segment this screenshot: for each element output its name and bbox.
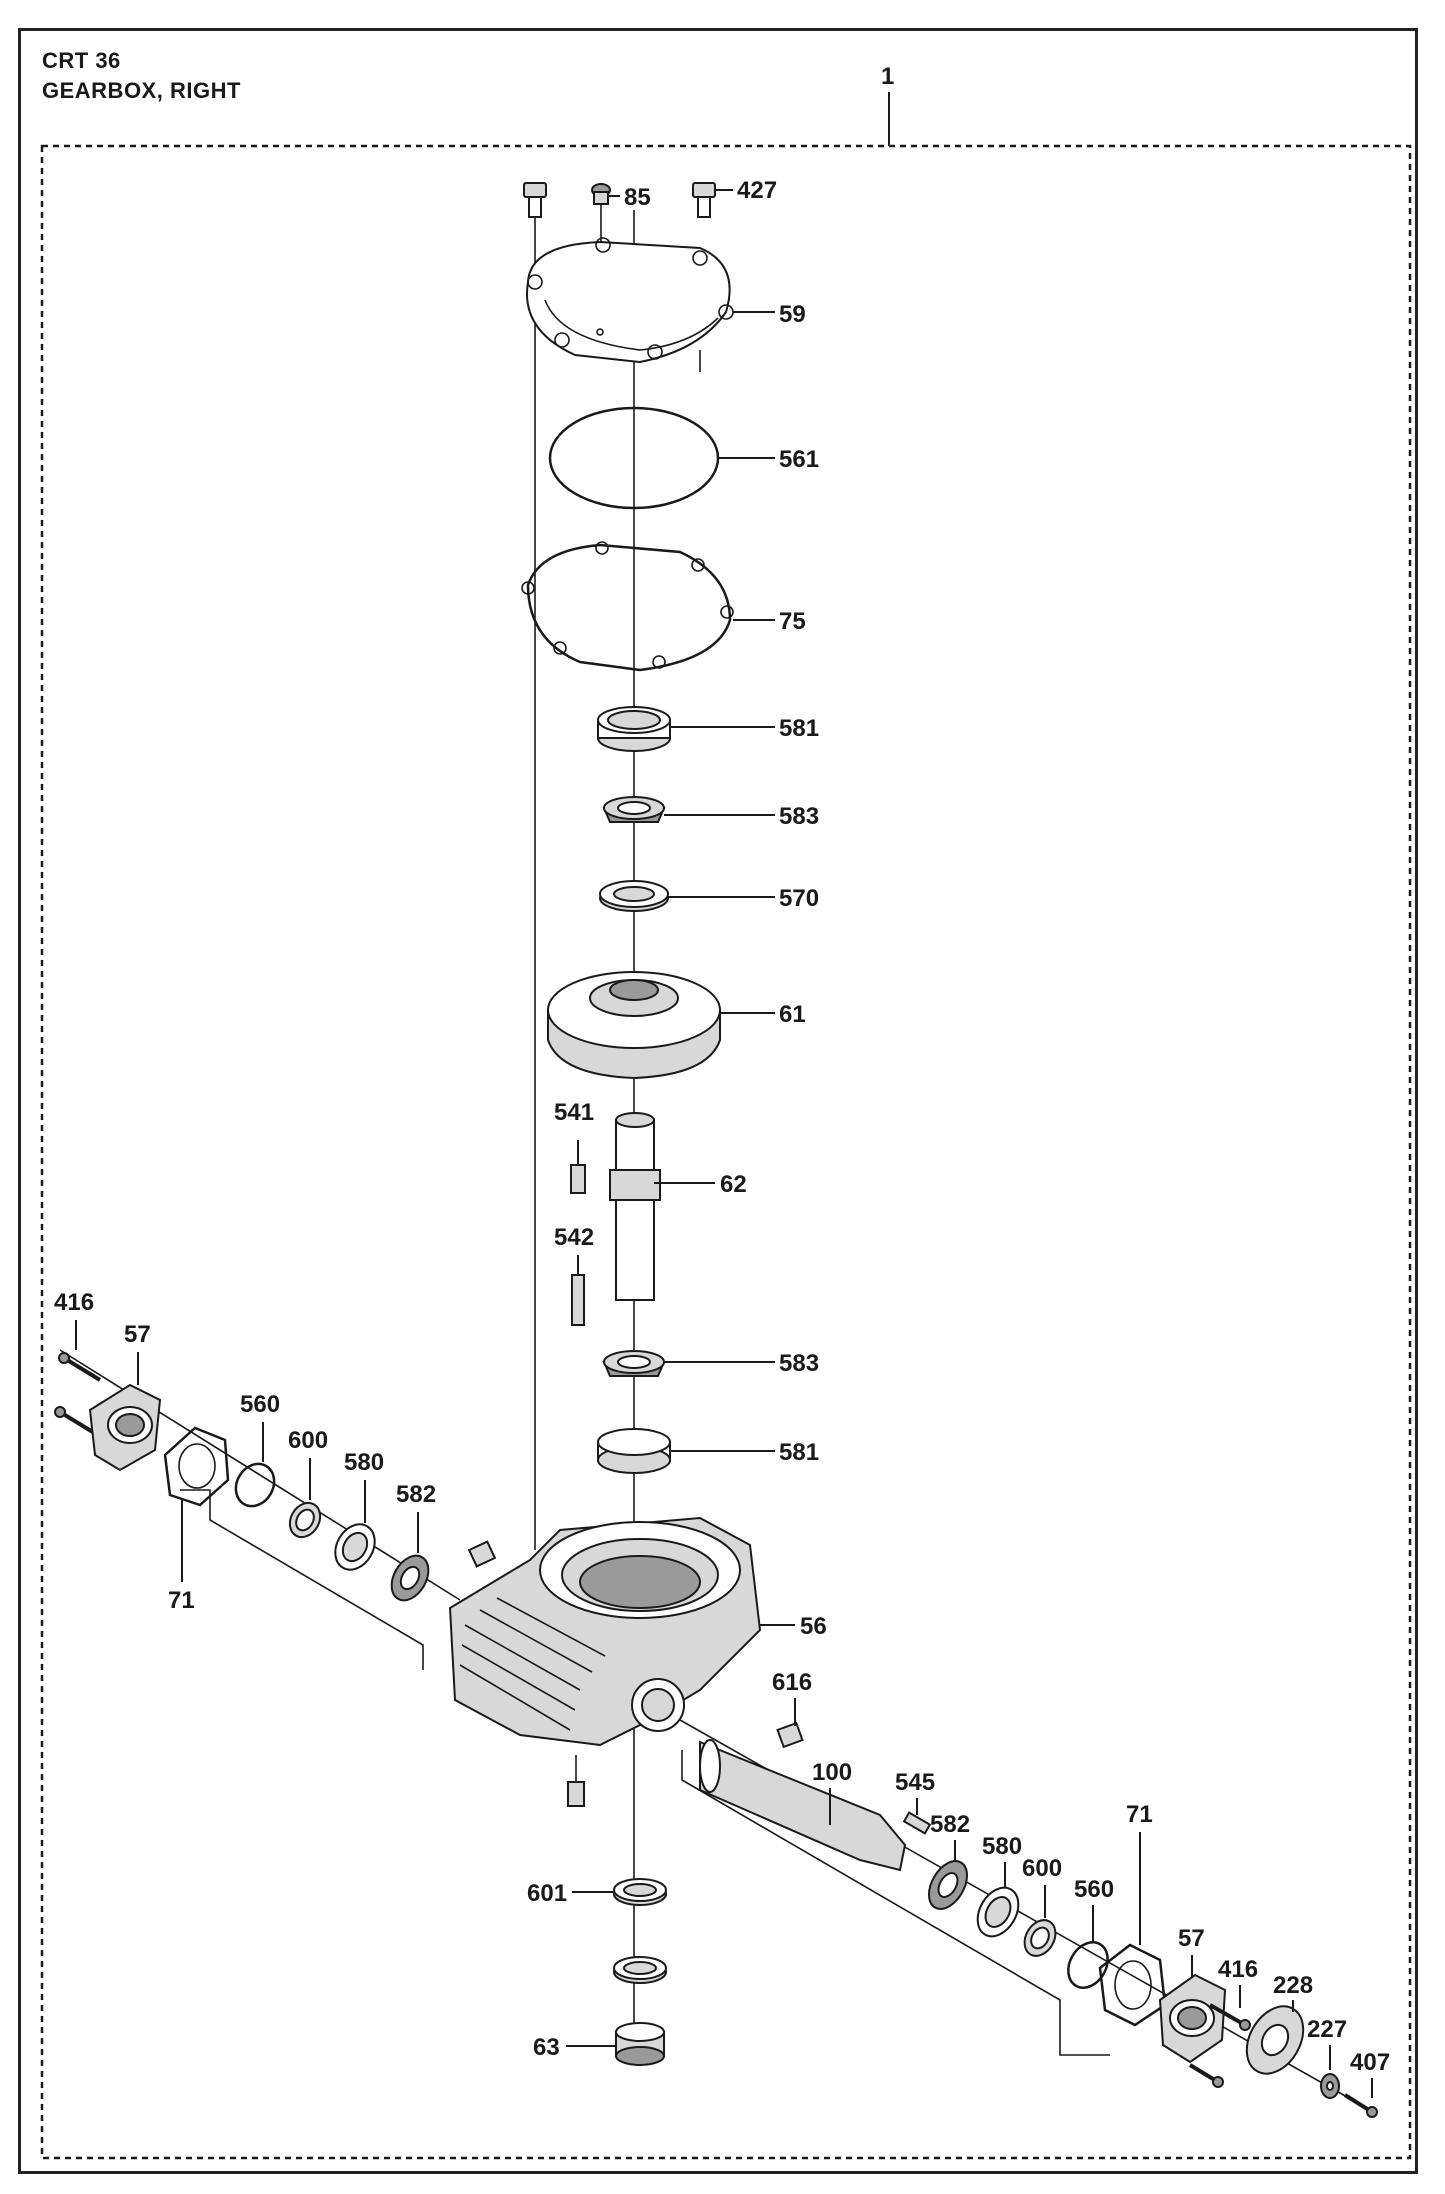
plug-616	[776, 1698, 804, 1749]
bolt-icon	[523, 182, 547, 218]
o-ring-560-right	[1067, 1905, 1109, 1989]
outer-frame	[18, 28, 1418, 2174]
callout-57-right: 57	[1178, 1925, 1205, 1952]
callout-582-left: 582	[396, 1481, 436, 1508]
callout-560-left: 560	[240, 1391, 280, 1418]
callout-57-left: 57	[124, 1321, 151, 1348]
gasket-75	[521, 541, 775, 672]
key-541	[570, 1140, 586, 1194]
callout-416-left: 416	[54, 1289, 94, 1316]
bearing-cover-57-left	[88, 1352, 162, 1472]
callout-570: 570	[779, 885, 819, 912]
bolt-427-icon	[692, 182, 733, 218]
seal-lower-icon	[613, 1956, 667, 1984]
assembly-subtitle: GEARBOX, RIGHT	[42, 78, 241, 103]
callout-545: 545	[895, 1769, 935, 1796]
right-bracket-line	[681, 1750, 1110, 2056]
callout-542: 542	[554, 1224, 594, 1251]
callout-62: 62	[720, 1171, 747, 1198]
bearing-cone-583	[602, 796, 775, 823]
callout-581-lower: 581	[779, 1439, 819, 1466]
callout-583-lower: 583	[779, 1350, 819, 1377]
gearbox-housing-56	[448, 1516, 795, 1747]
seal-600-left	[288, 1458, 322, 1539]
seal-600-right	[1023, 1885, 1057, 1957]
assembly-bracket: 1	[40, 63, 1412, 2160]
callout-61: 61	[779, 1001, 806, 1028]
screw-416-left	[54, 1320, 102, 1436]
callout-85: 85	[624, 184, 651, 211]
callout-600-left: 600	[288, 1427, 328, 1454]
washer-227	[1320, 2045, 1340, 2099]
callout-227: 227	[1307, 2016, 1347, 2043]
bearing-cover-57-right	[1158, 1955, 1227, 2064]
o-ring-561	[548, 406, 775, 510]
gasket-71-right	[1098, 1832, 1167, 2027]
cap-63	[566, 2022, 665, 2066]
callout-56: 56	[800, 1613, 827, 1640]
callout-407: 407	[1350, 2049, 1390, 2076]
gearbox-cover-59	[526, 237, 775, 372]
callout-583-top: 583	[779, 803, 819, 830]
callout-600-right: 600	[1022, 1855, 1062, 1882]
drain-plug-icon	[567, 1755, 585, 1807]
seal-601	[572, 1878, 667, 1906]
key-545	[902, 1798, 932, 1835]
output-shaft-100	[699, 1739, 907, 1872]
callout-560-right: 560	[1074, 1876, 1114, 1903]
spacer-570	[599, 880, 775, 912]
callout-601: 601	[527, 1880, 567, 1907]
callout-582-right: 582	[930, 1811, 970, 1838]
callout-59: 59	[779, 301, 806, 328]
callout-580-left: 580	[344, 1449, 384, 1476]
bolt-407	[1343, 2078, 1378, 2118]
callout-561: 561	[779, 446, 819, 473]
breather-plug-icon	[467, 1540, 497, 1568]
callout-71-right: 71	[1126, 1801, 1153, 1828]
bevel-gear-61	[547, 971, 775, 1080]
callout-416-right: 416	[1218, 1956, 1258, 1983]
callout-541: 541	[554, 1099, 594, 1126]
o-ring-560-left	[234, 1422, 276, 1508]
callout-581-top: 581	[779, 715, 819, 742]
callout-228: 228	[1273, 1972, 1313, 1999]
left-bracket-line	[180, 1489, 424, 1670]
callout-1: 1	[881, 63, 894, 90]
bearing-cup-580-right	[976, 1862, 1020, 1938]
callout-63: 63	[533, 2034, 560, 2061]
callout-427: 427	[737, 177, 777, 204]
callout-75: 75	[779, 608, 806, 635]
callout-100: 100	[812, 1759, 852, 1786]
callout-labels: 427 85 59 561 75 581 583 570 61 541 62 5…	[54, 177, 1390, 2076]
bearing-cup-581-lower	[597, 1428, 775, 1474]
bearing-cone-583-lower	[602, 1350, 775, 1377]
bearing-cone-582-right	[927, 1840, 968, 1910]
callout-580-right: 580	[982, 1833, 1022, 1860]
gasket-71-left	[163, 1426, 230, 1582]
bearing-cup-581	[597, 706, 775, 752]
model-title: CRT 36	[42, 48, 121, 73]
screw-416-right	[1188, 1985, 1251, 2088]
bearing-cone-582-left	[390, 1512, 430, 1602]
shaft-62	[609, 1112, 715, 1301]
left-axis	[59, 1349, 461, 1601]
callout-616: 616	[772, 1669, 812, 1696]
bearing-cup-580-left	[334, 1480, 376, 1571]
key-542	[571, 1255, 585, 1326]
callout-71-left: 71	[168, 1587, 195, 1614]
hub-flange-228	[1245, 2000, 1305, 2075]
